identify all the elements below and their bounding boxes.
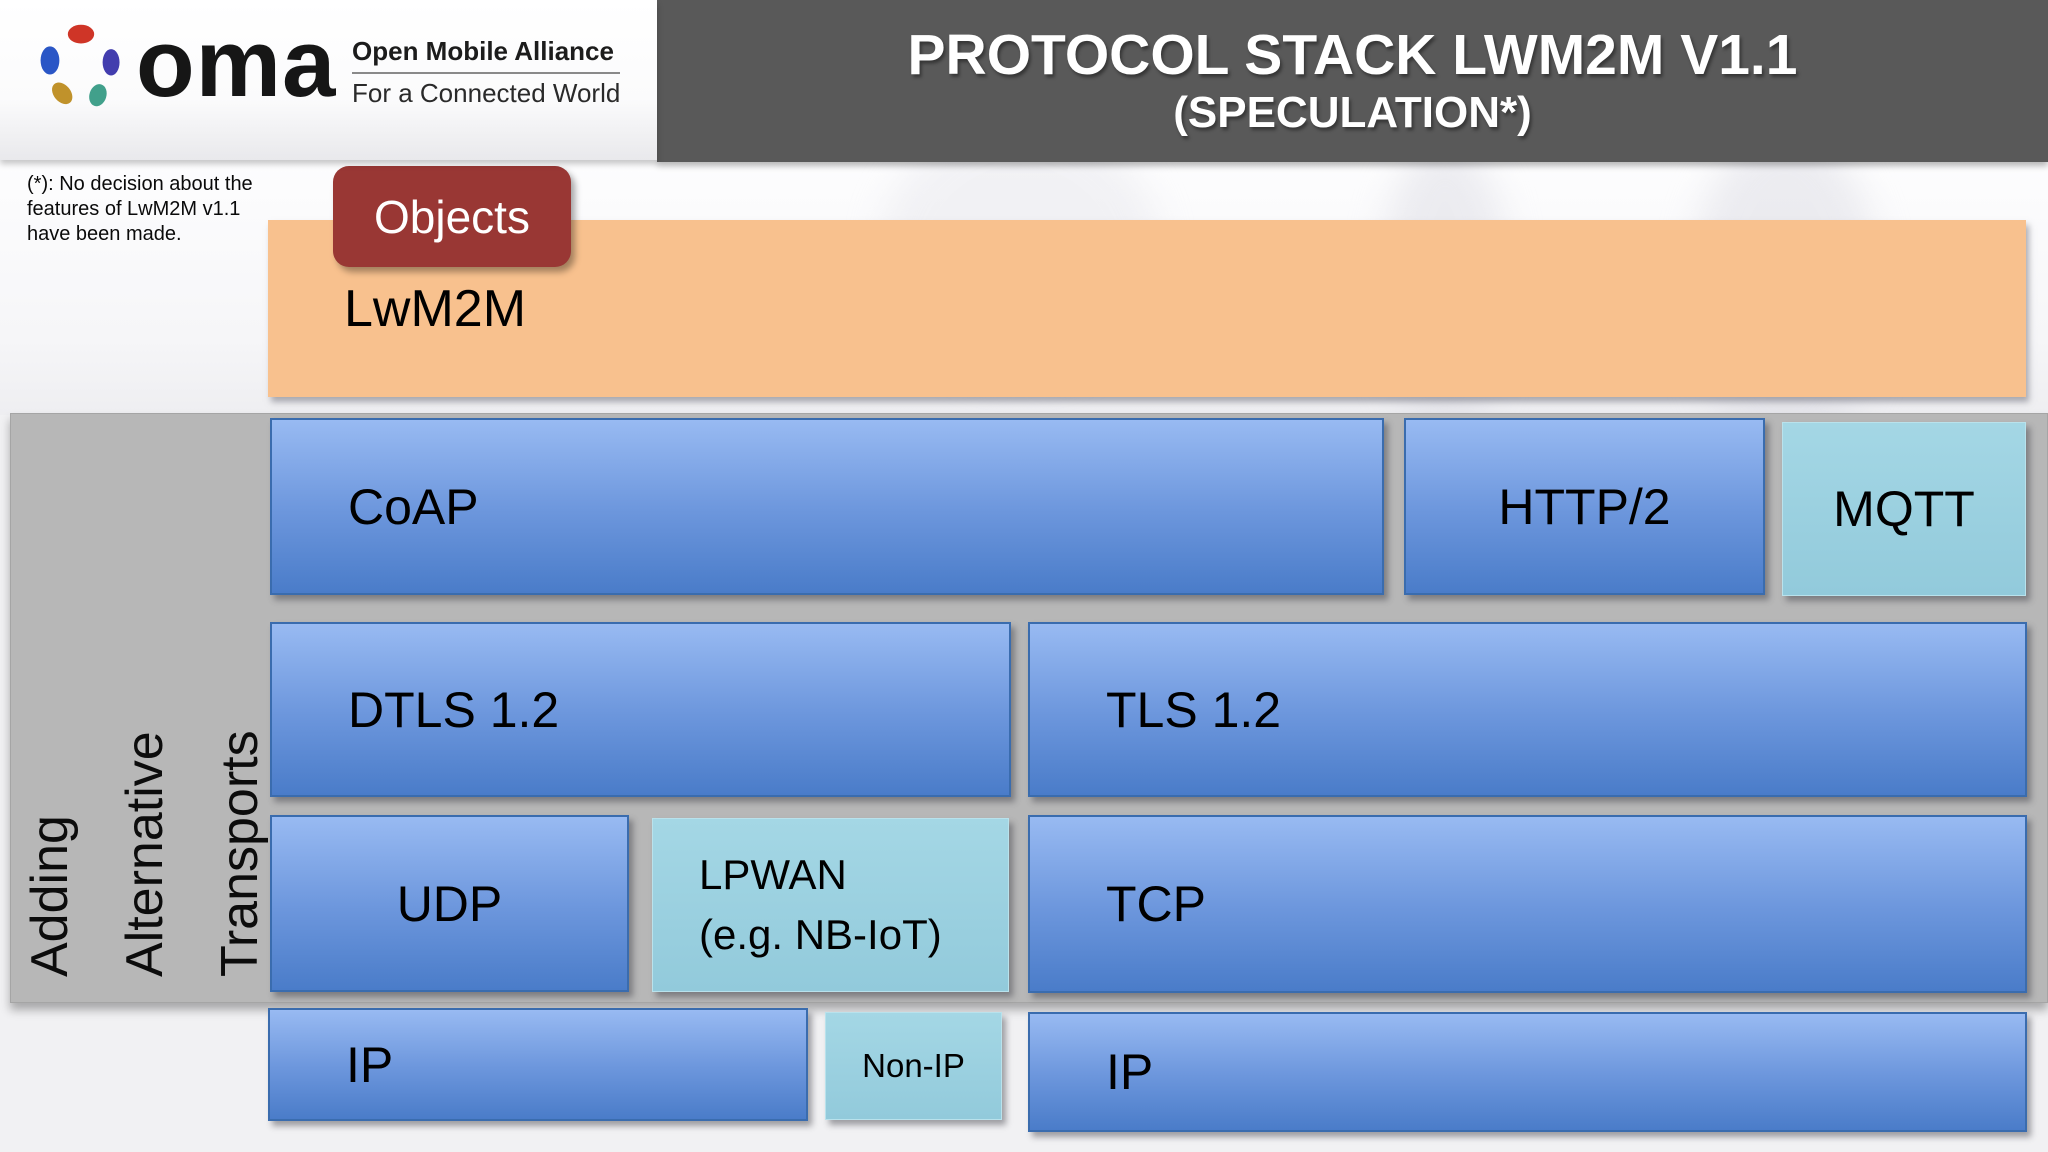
box-ip-left: IP: [268, 1008, 808, 1121]
logo-taglines: Open Mobile Alliance For a Connected Wor…: [352, 36, 621, 109]
page-subtitle: (SPECULATION*): [1173, 88, 1532, 137]
logo-band: oma Open Mobile Alliance For a Connected…: [0, 0, 657, 160]
side-label: Adding Alternative Transports: [3, 637, 293, 977]
box-dtls-label: DTLS 1.2: [348, 681, 560, 738]
lpwan-line-1: LPWAN: [699, 851, 847, 898]
box-udp-label: UDP: [396, 875, 503, 932]
box-tcp: TCP: [1028, 815, 2027, 993]
box-lpwan-label: LPWAN (e.g. NB-IoT): [653, 845, 942, 965]
box-coap-label: CoAP: [348, 478, 479, 535]
box-ip-left-label: IP: [346, 1036, 394, 1093]
lwm2m-label: LwM2M: [344, 279, 527, 338]
box-udp: UDP: [270, 815, 629, 992]
box-coap: CoAP: [270, 418, 1384, 595]
header-bar: PROTOCOL STACK LWM2M V1.1 (SPECULATION*): [657, 0, 2048, 162]
box-tls-label: TLS 1.2: [1106, 681, 1282, 738]
side-label-line: Alternative: [116, 731, 174, 977]
side-label-line: Adding: [21, 815, 79, 977]
logo-tagline-1: Open Mobile Alliance: [352, 36, 621, 74]
oma-wordmark: oma: [136, 10, 337, 117]
box-non-ip-label: Non-IP: [862, 1047, 965, 1084]
box-mqtt: MQTT: [1782, 422, 2026, 596]
footnote: (*): No decision about the features of L…: [27, 172, 277, 247]
logo-tagline-2: For a Connected World: [352, 78, 621, 108]
footnote-line: (*): No decision about the: [27, 173, 253, 195]
box-mqtt-label: MQTT: [1833, 481, 1975, 537]
lpwan-line-2: (e.g. NB-IoT): [699, 911, 942, 958]
box-non-ip: Non-IP: [825, 1012, 1002, 1120]
objects-badge: Objects: [333, 166, 571, 267]
box-dtls: DTLS 1.2: [270, 622, 1011, 797]
oma-logo-icon: [40, 24, 120, 107]
box-http2-label: HTTP/2: [1498, 478, 1671, 535]
objects-label: Objects: [374, 190, 530, 243]
footnote-line: have been made.: [27, 223, 182, 245]
footnote-line: features of LwM2M v1.1: [27, 198, 241, 220]
box-lpwan: LPWAN (e.g. NB-IoT): [652, 818, 1009, 992]
box-tcp-label: TCP: [1106, 876, 1206, 932]
box-ip-right: IP: [1028, 1012, 2027, 1132]
box-http2: HTTP/2: [1404, 418, 1765, 595]
box-ip-right-label: IP: [1106, 1044, 1154, 1100]
box-tls: TLS 1.2: [1028, 622, 2027, 797]
page-title: PROTOCOL STACK LWM2M V1.1: [907, 23, 1798, 87]
